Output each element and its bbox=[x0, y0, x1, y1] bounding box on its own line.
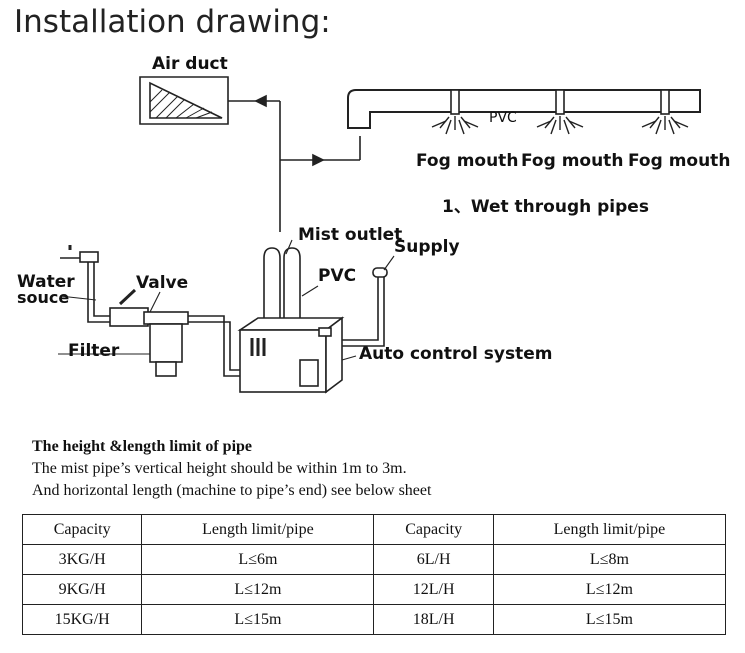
mist-outlet-label: Mist outlet bbox=[298, 225, 402, 245]
column-header: Length limit/pipe bbox=[141, 514, 375, 545]
table-cell: L≤8m bbox=[492, 544, 727, 575]
supply-pipe bbox=[342, 267, 388, 347]
table-row: 15KG/H L≤15m 18L/H L≤15m bbox=[21, 604, 727, 635]
water-line bbox=[87, 260, 240, 377]
pipe-notes: The height &length limit of pipe The mis… bbox=[32, 436, 431, 502]
air-duct-shape bbox=[139, 76, 229, 125]
notes-line-1: The mist pipe’s vertical height should b… bbox=[32, 460, 407, 477]
page-title: Installation drawing: bbox=[14, 4, 331, 40]
fog-mouth-label-2: Fog mouth bbox=[521, 151, 623, 171]
table-cell: L≤12m bbox=[492, 574, 727, 605]
spray-icon bbox=[431, 116, 479, 135]
notes-heading: The height &length limit of pipe bbox=[32, 438, 253, 455]
filter-icon bbox=[143, 311, 189, 377]
spray-icon bbox=[536, 116, 584, 135]
table-cell: L≤15m bbox=[492, 604, 727, 635]
table-cell: L≤6m bbox=[141, 544, 375, 575]
pvc-top-pipe bbox=[347, 89, 701, 129]
valve-label: Valve bbox=[136, 273, 188, 293]
notes-line-2: And horizontal length (machine to pipe’s… bbox=[32, 482, 432, 499]
column-header: Length limit/pipe bbox=[492, 514, 727, 545]
humidifier-machine bbox=[237, 316, 345, 394]
arrow-right-icon bbox=[312, 153, 325, 167]
table-cell: 9KG/H bbox=[21, 574, 143, 605]
pvc-top-label: PVC bbox=[489, 110, 517, 126]
supply-label: Supply bbox=[394, 237, 460, 257]
length-limit-table: Capacity Length limit/pipe Capacity Leng… bbox=[21, 514, 727, 635]
column-header: Capacity bbox=[373, 514, 494, 545]
table-cell: 12L/H bbox=[373, 574, 494, 605]
water-source-tap bbox=[60, 245, 99, 263]
table-cell: 15KG/H bbox=[21, 604, 143, 635]
table-row: 3KG/H L≤6m 6L/H L≤8m bbox=[21, 544, 727, 575]
spray-icon bbox=[641, 116, 689, 135]
filter-label: Filter bbox=[68, 341, 120, 361]
air-duct-label: Air duct bbox=[152, 54, 228, 74]
valve-icon bbox=[109, 288, 149, 327]
installation-diagram: Air duct PVC Fog mouth Fog mouth Fog mou… bbox=[17, 54, 730, 394]
duct-feed-pipe bbox=[228, 100, 361, 232]
auto-control-label: Auto control system bbox=[359, 344, 552, 364]
table-cell: L≤12m bbox=[141, 574, 375, 605]
arrow-left-icon bbox=[254, 94, 267, 108]
table-row: 9KG/H L≤12m 12L/H L≤12m bbox=[21, 574, 727, 605]
fog-mouth-label-3: Fog mouth bbox=[628, 151, 730, 171]
mist-outlet-pipes bbox=[263, 247, 301, 318]
wet-pipes-label: 1、Wet through pipes bbox=[442, 197, 649, 217]
table-header-row: Capacity Length limit/pipe Capacity Leng… bbox=[21, 514, 727, 545]
fog-mouth-label-1: Fog mouth bbox=[416, 151, 518, 171]
column-header: Capacity bbox=[21, 514, 143, 545]
water-source-label-line1: Water bbox=[17, 272, 75, 292]
pvc-side-label: PVC bbox=[318, 266, 356, 286]
water-source-label-line2: souce bbox=[17, 288, 69, 307]
table-cell: L≤15m bbox=[141, 604, 375, 635]
table-cell: 3KG/H bbox=[21, 544, 143, 575]
table-cell: 18L/H bbox=[373, 604, 494, 635]
table-cell: 6L/H bbox=[373, 544, 494, 575]
